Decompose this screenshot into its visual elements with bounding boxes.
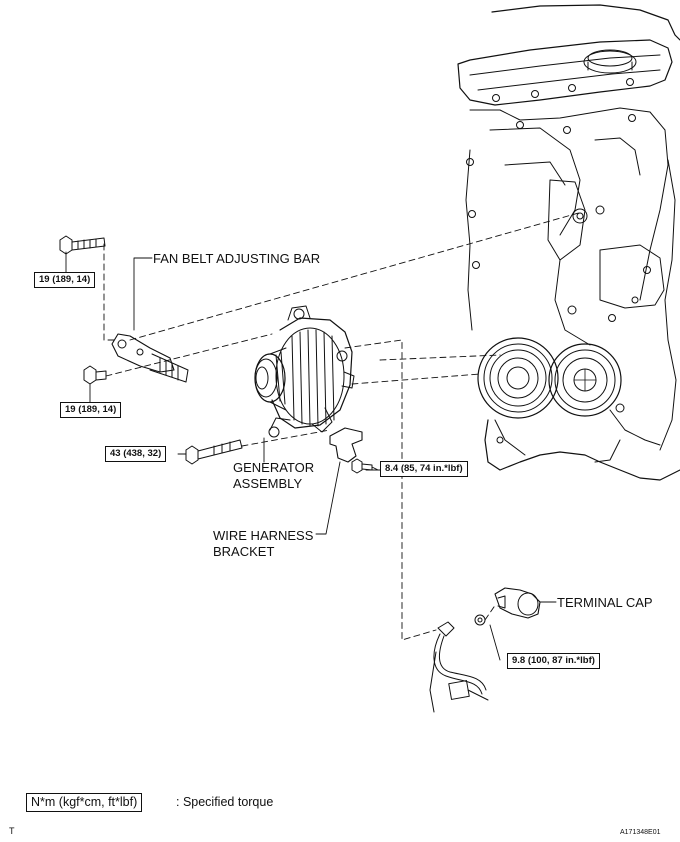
wire-harness-bracket-label-line2: BRACKET — [213, 544, 275, 559]
leader-lines — [65, 251, 557, 661]
generator-assembly-label-line1: GENERATOR — [233, 460, 315, 475]
wire-harness-bracket-part — [329, 427, 363, 463]
wire-harness — [429, 621, 489, 713]
generator-assembly — [254, 305, 355, 438]
assembly-lines — [103, 211, 583, 641]
terminal-cap-label: TERMINAL CAP — [557, 595, 653, 610]
figure-code: A171348E01 — [620, 829, 661, 836]
legend-unit-box: N*m (kgf*cm, ft*lbf) — [26, 793, 143, 812]
through-bolt — [185, 439, 243, 465]
bar-top-bolt — [59, 235, 106, 255]
terminal-nut — [474, 614, 486, 626]
fan-belt-adjusting-bar-label: FAN BELT ADJUSTING BAR — [153, 251, 321, 266]
torque-bar-top-bolt: 19 (189, 14) — [34, 272, 96, 288]
bracket-bolt — [351, 458, 373, 474]
corner-mark: T — [9, 826, 15, 836]
legend-description: : Specified torque — [176, 795, 274, 809]
torque-bar-lower-bolt: 19 (189, 14) — [60, 402, 122, 418]
torque-through-bolt: 43 (438, 32) — [105, 446, 167, 462]
terminal-cap-part — [494, 587, 541, 619]
wire-harness-bracket-label-line1: WIRE HARNESS — [213, 528, 314, 543]
torque-terminal-nut: 9.8 (100, 87 in.*lbf) — [507, 653, 600, 669]
generator-assembly-label-line2: ASSEMBLY — [233, 476, 303, 491]
torque-bracket-bolt: 8.4 (85, 74 in.*lbf) — [380, 461, 468, 477]
engine-block — [457, 4, 680, 481]
bar-lower-bolt — [83, 365, 107, 385]
fan-belt-adjusting-bar — [111, 333, 189, 383]
